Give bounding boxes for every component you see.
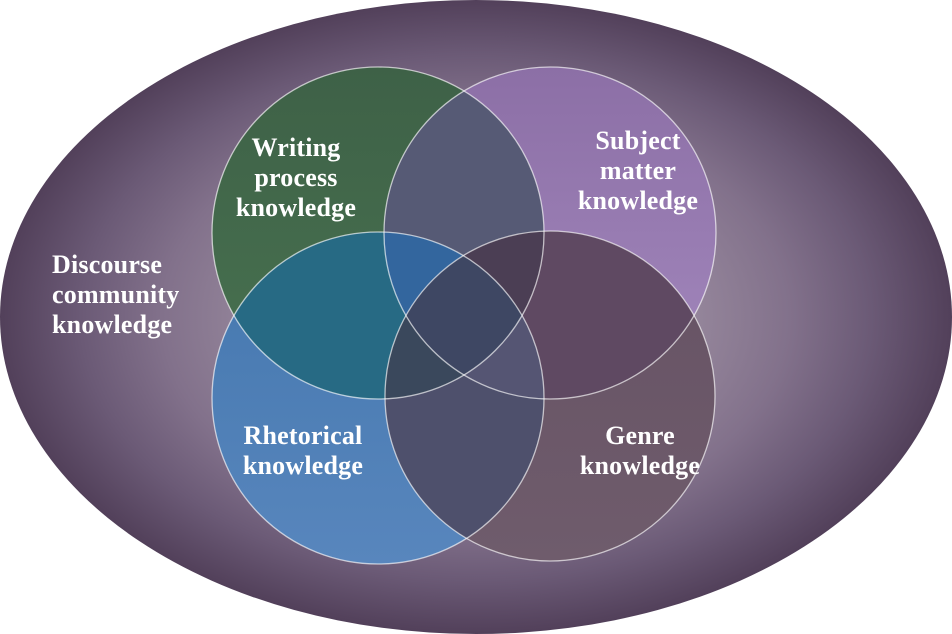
rhetorical-circle-outline	[211, 231, 545, 565]
label-line: Discourse	[52, 250, 163, 279]
label-line: Genre	[605, 421, 675, 450]
label-line: matter	[599, 156, 677, 185]
label-discourse-community: Discourse community knowledge	[52, 250, 179, 340]
label-line: knowledge	[242, 451, 364, 480]
label-line: Writing	[251, 133, 341, 162]
label-line: Subject	[595, 126, 681, 155]
overlap-center	[385, 232, 544, 399]
label-line: process	[254, 163, 338, 192]
label-line: knowledge	[577, 186, 699, 215]
genre-circle-outline	[384, 230, 716, 562]
label-line: Rhetorical	[243, 421, 363, 450]
label-subject-matter: Subject matter knowledge	[578, 126, 698, 216]
label-writing-process: Writing process knowledge	[236, 133, 356, 223]
label-line: community	[52, 280, 180, 309]
label-line: knowledge	[579, 451, 701, 480]
label-rhetorical: Rhetorical knowledge	[243, 421, 363, 481]
subject-matter-circle-outline	[383, 66, 717, 400]
label-line: knowledge	[235, 193, 357, 222]
writing-process-circle-outline	[211, 66, 545, 400]
label-line: knowledge	[52, 310, 173, 339]
label-genre: Genre knowledge	[580, 421, 700, 481]
